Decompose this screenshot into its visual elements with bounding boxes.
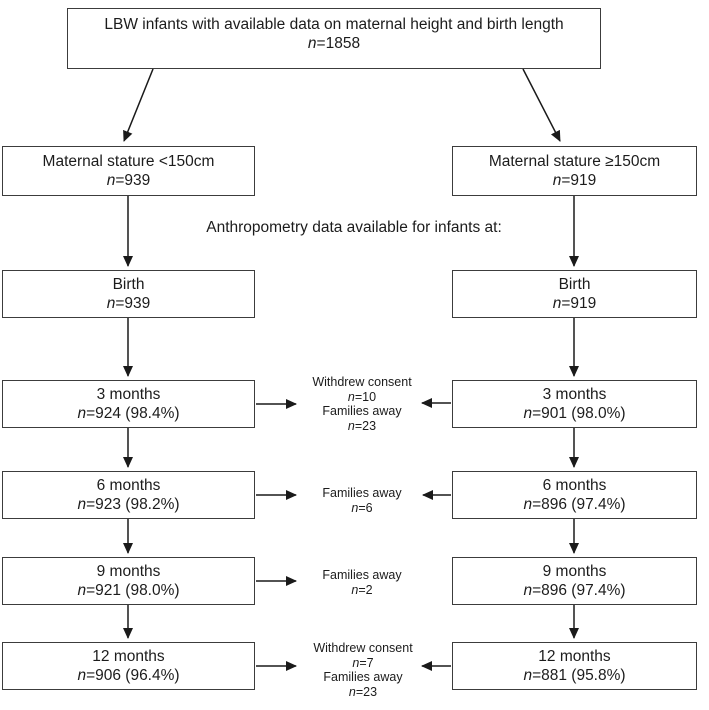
box-label: 9 months	[96, 563, 161, 580]
box-n: n=881 (95.8%)	[523, 667, 626, 684]
arrow-title-to-right-header	[522, 68, 561, 142]
note-line: Withdrew consent	[312, 375, 412, 389]
box-label: Birth	[112, 276, 145, 293]
box-label: 3 months	[542, 386, 607, 403]
box-label: Birth	[558, 276, 591, 293]
box-label: 6 months	[542, 477, 607, 494]
box-n: n=906 (96.4%)	[77, 667, 180, 684]
note-line: Families away	[323, 670, 403, 685]
box-right-birth: Birth n=919	[452, 270, 697, 318]
note-line: Withdrew consent	[313, 641, 413, 655]
box-label: 12 months	[538, 648, 611, 665]
box-label: 12 months	[92, 648, 165, 665]
box-n: n=896 (97.4%)	[523, 496, 626, 513]
box-right-6mo: 6 months n=896 (97.4%)	[452, 471, 697, 519]
note-line: n=6	[351, 500, 373, 515]
box-right-12mo: 12 months n=881 (95.8%)	[452, 642, 697, 690]
box-left-header: Maternal stature <150cm n=939	[2, 146, 255, 196]
dropout-note-6mo: Families away n=6	[322, 486, 401, 515]
box-label: 9 months	[542, 563, 607, 580]
dropout-note-12mo: Withdrew consent n=7 Families away n=23	[313, 641, 412, 699]
note-line: Families away	[322, 404, 402, 419]
note-line: Families away	[322, 568, 402, 582]
note-line: n=7	[352, 655, 374, 670]
box-label: Maternal stature ≥150cm	[488, 153, 661, 170]
box-n: n=919	[552, 172, 597, 189]
dropout-note-3mo: Withdrew consent n=10 Families away n=23	[312, 375, 411, 433]
box-right-9mo: 9 months n=896 (97.4%)	[452, 557, 697, 605]
box-n: n=896 (97.4%)	[523, 582, 626, 599]
title-label: LBW infants with available data on mater…	[104, 16, 564, 33]
box-title: LBW infants with available data on mater…	[67, 8, 601, 69]
box-n: n=939	[106, 172, 151, 189]
note-line: n=23	[348, 684, 378, 699]
note-line: n=2	[351, 582, 373, 597]
box-left-birth: Birth n=939	[2, 270, 255, 318]
arrow-title-to-left-header	[123, 68, 154, 142]
box-left-6mo: 6 months n=923 (98.2%)	[2, 471, 255, 519]
box-left-9mo: 9 months n=921 (98.0%)	[2, 557, 255, 605]
box-n: n=939	[106, 295, 151, 312]
dropout-note-9mo: Families away n=2	[322, 568, 401, 597]
box-label: Maternal stature <150cm	[42, 153, 215, 170]
anthropometry-caption: Anthropometry data available for infants…	[206, 219, 502, 236]
box-label: 6 months	[96, 477, 161, 494]
box-right-header: Maternal stature ≥150cm n=919	[452, 146, 697, 196]
box-n: n=901 (98.0%)	[523, 405, 626, 422]
box-right-3mo: 3 months n=901 (98.0%)	[452, 380, 697, 428]
box-n: n=921 (98.0%)	[77, 582, 180, 599]
note-line: Families away	[322, 486, 402, 500]
note-line: n=10	[347, 389, 377, 404]
box-n: n=919	[552, 295, 597, 312]
note-line: n=23	[347, 418, 377, 433]
box-label: 3 months	[96, 386, 161, 403]
title-n: n=1858	[307, 35, 361, 52]
box-left-3mo: 3 months n=924 (98.4%)	[2, 380, 255, 428]
box-n: n=924 (98.4%)	[77, 405, 180, 422]
box-left-12mo: 12 months n=906 (96.4%)	[2, 642, 255, 690]
box-n: n=923 (98.2%)	[77, 496, 180, 513]
